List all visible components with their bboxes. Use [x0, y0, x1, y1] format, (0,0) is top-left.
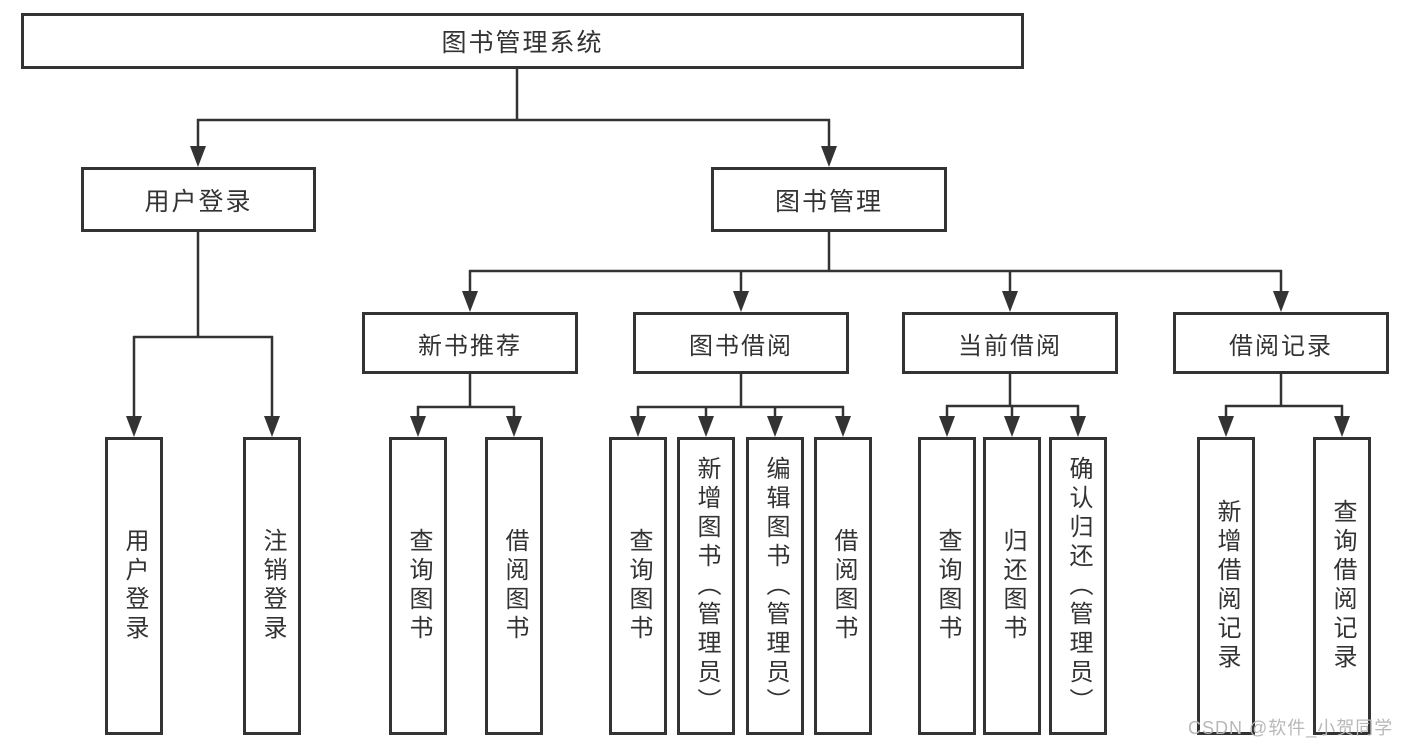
leaf-recommend-borrow-books-label: 借阅图书	[501, 528, 528, 644]
leaf-current-confirm-return-admin: 确认归还（管理员）	[1049, 437, 1107, 735]
leaf-borrowing-edit-books-admin-label: 编辑图书（管理员）	[762, 455, 789, 717]
leaf-logout-label: 注销登录	[259, 528, 286, 644]
leaf-borrowing-borrow-books: 借阅图书	[814, 437, 872, 735]
leaf-current-confirm-return-admin-label: 确认归还（管理员）	[1065, 455, 1092, 717]
node-root-system: 图书管理系统	[21, 13, 1024, 69]
leaf-recommend-query-books-label: 查询图书	[405, 528, 432, 644]
node-current-borrowing: 当前借阅	[902, 312, 1118, 374]
node-user-login: 用户登录	[81, 167, 316, 232]
leaf-borrowing-query-books: 查询图书	[609, 437, 667, 735]
node-current-borrowing-label: 当前借阅	[958, 332, 1062, 360]
leaf-records-query-record: 查询借阅记录	[1313, 437, 1371, 735]
leaf-user-login-label: 用户登录	[121, 528, 148, 644]
leaf-user-login: 用户登录	[105, 437, 163, 735]
leaf-current-return-books: 归还图书	[983, 437, 1041, 735]
leaf-borrowing-add-books-admin: 新增图书（管理员）	[677, 437, 735, 735]
leaf-borrowing-borrow-books-label: 借阅图书	[830, 528, 857, 644]
leaf-logout: 注销登录	[243, 437, 301, 735]
leaf-records-add-record: 新增借阅记录	[1197, 437, 1255, 735]
node-root-system-label: 图书管理系统	[441, 29, 604, 57]
node-borrowing-records-label: 借阅记录	[1229, 332, 1333, 360]
leaf-records-query-record-label: 查询借阅记录	[1329, 499, 1356, 673]
node-book-management-label: 图书管理	[774, 187, 883, 216]
leaf-records-add-record-label: 新增借阅记录	[1213, 499, 1240, 673]
leaf-borrowing-add-books-admin-label: 新增图书（管理员）	[693, 455, 720, 717]
node-book-borrowing: 图书借阅	[633, 312, 849, 374]
leaf-recommend-borrow-books: 借阅图书	[485, 437, 543, 735]
leaf-current-query-books-label: 查询图书	[934, 528, 961, 644]
connector-arrowheads	[126, 146, 1350, 437]
leaf-recommend-query-books: 查询图书	[389, 437, 447, 735]
leaf-current-return-books-label: 归还图书	[999, 528, 1026, 644]
leaf-borrowing-edit-books-admin: 编辑图书（管理员）	[746, 437, 804, 735]
node-user-login-label: 用户登录	[144, 187, 253, 216]
csdn-watermark: CSDN @软件_小贺同学	[1188, 718, 1394, 738]
node-book-borrowing-label: 图书借阅	[689, 332, 793, 360]
leaf-borrowing-query-books-label: 查询图书	[625, 528, 652, 644]
node-borrowing-records: 借阅记录	[1173, 312, 1389, 374]
node-new-book-recommend: 新书推荐	[362, 312, 578, 374]
leaf-current-query-books: 查询图书	[918, 437, 976, 735]
node-new-book-recommend-label: 新书推荐	[418, 332, 522, 360]
node-book-management: 图书管理	[711, 167, 947, 232]
connector-lines	[132, 69, 1344, 419]
